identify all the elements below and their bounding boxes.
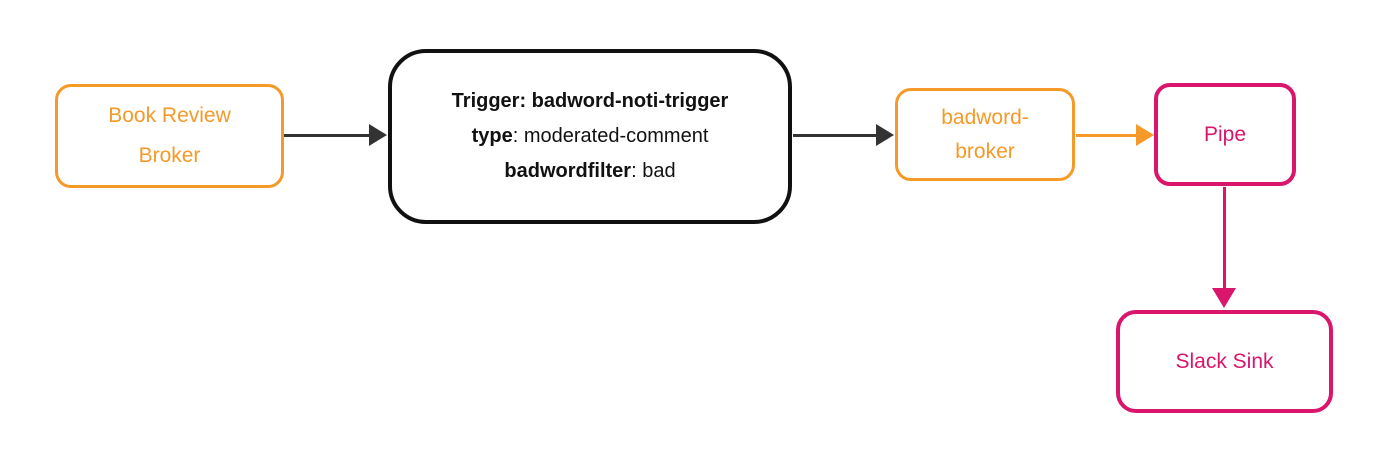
trigger-line-1: Trigger: badword-noti-trigger xyxy=(451,90,729,112)
trigger-line-3: badwordfilter: bad xyxy=(504,160,676,182)
arrowhead-right-icon xyxy=(1136,124,1154,146)
node-trigger-label: Trigger: badword-noti-trigger type: mode… xyxy=(392,84,788,189)
node-badword-broker-label: badword- broker xyxy=(898,101,1072,169)
node-book-review-broker: Book Review Broker xyxy=(55,84,284,188)
label-line: badword- xyxy=(941,105,1029,129)
label-line: broker xyxy=(955,139,1015,163)
node-slack-sink: Slack Sink xyxy=(1116,310,1333,413)
arrow-badword-broker-to-pipe xyxy=(1076,134,1136,137)
node-badword-broker: badword- broker xyxy=(895,88,1075,181)
trigger-line-2: type: moderated-comment xyxy=(471,125,709,147)
node-pipe-label: Pipe xyxy=(1203,122,1247,146)
arrow-book-broker-to-trigger xyxy=(284,134,369,137)
node-book-review-broker-label: Book Review Broker xyxy=(58,96,281,176)
node-pipe: Pipe xyxy=(1154,83,1296,186)
arrow-pipe-to-slack-sink xyxy=(1223,187,1226,288)
label-line: Broker xyxy=(138,144,201,167)
arrow-trigger-to-badword-broker xyxy=(793,134,876,137)
arrowhead-right-icon xyxy=(369,124,387,146)
node-trigger: Trigger: badword-noti-trigger type: mode… xyxy=(388,49,792,224)
arrowhead-right-icon xyxy=(876,124,894,146)
arrowhead-down-icon xyxy=(1212,288,1236,308)
node-slack-sink-label: Slack Sink xyxy=(1175,349,1274,373)
label-line: Book Review xyxy=(108,104,231,127)
